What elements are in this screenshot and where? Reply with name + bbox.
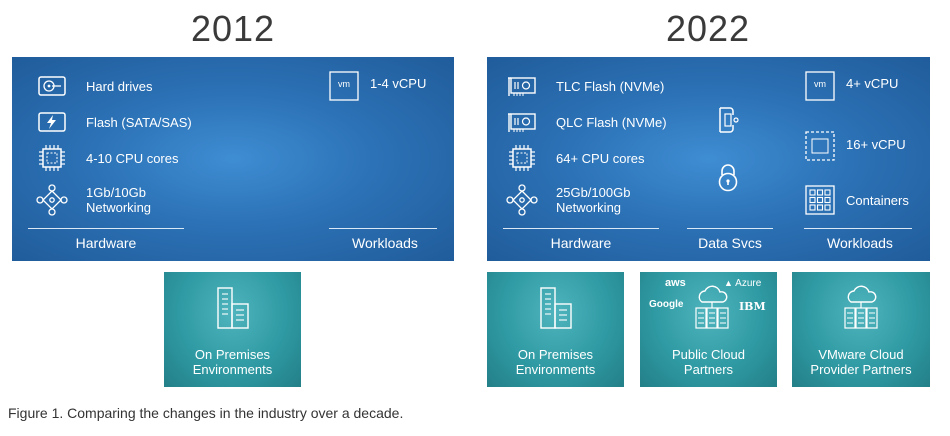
item-label: 4+ vCPU [846,75,899,91]
workloads-divider [804,228,912,229]
hardware-item-flash: Flash (SATA/SAS) [36,106,192,138]
office-building-icon [537,286,575,330]
tile-label: On Premises Environments [192,347,273,377]
workload-item-containers: Containers [804,184,909,216]
hardware-item-tlc-flash: TLC Flash (NVMe) [506,70,664,102]
nvme-card-icon [506,70,538,102]
panel-2022: TLC Flash (NVMe) QLC Flash (NVMe) 64+ CP… [487,57,930,261]
data-svcs-section-label: Data Svcs [698,235,762,251]
item-label: 16+ vCPU [846,136,906,152]
workload-item-4-vcpu: vm 4+ vCPU [804,70,898,102]
item-label: 1-4 vCPU [370,75,427,91]
item-label: 1Gb/10Gb Networking [86,185,152,215]
tile-on-premises-2012: On Premises Environments [164,272,301,387]
google-logo: Google [649,299,684,310]
vm-box-dashed-icon [804,130,836,162]
item-label: Hard drives [86,78,153,94]
item-label: 25Gb/100Gb Networking [556,185,631,215]
data-svcs-divider [687,228,773,229]
aws-logo: aws [665,277,686,289]
ibm-logo: IBM [739,300,766,313]
workloads-section-label: Workloads [352,235,418,251]
cpu-chip-icon [506,142,538,174]
nvme-card-icon [506,106,538,138]
vm-box-icon: vm [328,70,360,102]
storage-clamp-icon [712,104,744,136]
network-icon [506,184,538,216]
workloads-section-label: Workloads [827,235,893,251]
containers-icon [804,184,836,216]
year-2022-heading: 2022 [665,8,751,49]
year-2012-heading: 2012 [190,8,276,49]
vm-text: vm [814,79,826,89]
hardware-item-networking: 1Gb/10Gb Networking [36,184,151,216]
item-label: Containers [846,192,909,208]
item-label: 4-10 CPU cores [86,150,179,166]
hardware-divider [503,228,659,229]
hardware-item-cpu: 64+ CPU cores [506,142,645,174]
tile-vmware-cloud-provider: VMware Cloud Provider Partners [792,272,930,387]
hardware-section-label: Hardware [550,235,612,251]
cloud-datacenter-icon [692,284,732,332]
lock-icon [712,161,744,193]
tile-label: Public Cloud Partners [672,347,745,377]
workloads-divider [329,228,437,229]
flash-drive-icon [36,106,68,138]
tile-public-cloud: aws ▲ Azure Google IBM Public Cloud Part… [640,272,777,387]
item-label: TLC Flash (NVMe) [556,78,665,94]
hardware-item-qlc-flash: QLC Flash (NVMe) [506,106,667,138]
item-label: 64+ CPU cores [556,150,645,166]
workload-item-vcpu: vm 1-4 vCPU [328,70,426,102]
hardware-item-cpu: 4-10 CPU cores [36,142,178,174]
hardware-divider [28,228,184,229]
item-label: Flash (SATA/SAS) [86,114,192,130]
cpu-chip-icon [36,142,68,174]
hardware-section-label: Hardware [75,235,137,251]
vm-text: vm [338,79,350,89]
azure-logo: ▲ Azure [724,278,762,289]
azure-logo-text: Azure [735,278,762,289]
workload-item-16-vcpu: 16+ vCPU [804,130,906,162]
tile-on-premises-2022: On Premises Environments [487,272,624,387]
figure-caption: Figure 1. Comparing the changes in the i… [8,405,404,421]
hardware-item-networking: 25Gb/100Gb Networking [506,184,630,216]
cloud-datacenter-icon [841,284,881,332]
vm-box-icon: vm [804,70,836,102]
hard-drive-icon [36,70,68,102]
hardware-item-hard-drives: Hard drives [36,70,152,102]
tile-label: On Premises Environments [515,347,596,377]
office-building-icon [214,286,252,330]
network-icon [36,184,68,216]
tile-label: VMware Cloud Provider Partners [810,347,912,377]
panel-2012: Hard drives Flash (SATA/SAS) 4-10 CPU co… [12,57,454,261]
item-label: QLC Flash (NVMe) [556,114,667,130]
